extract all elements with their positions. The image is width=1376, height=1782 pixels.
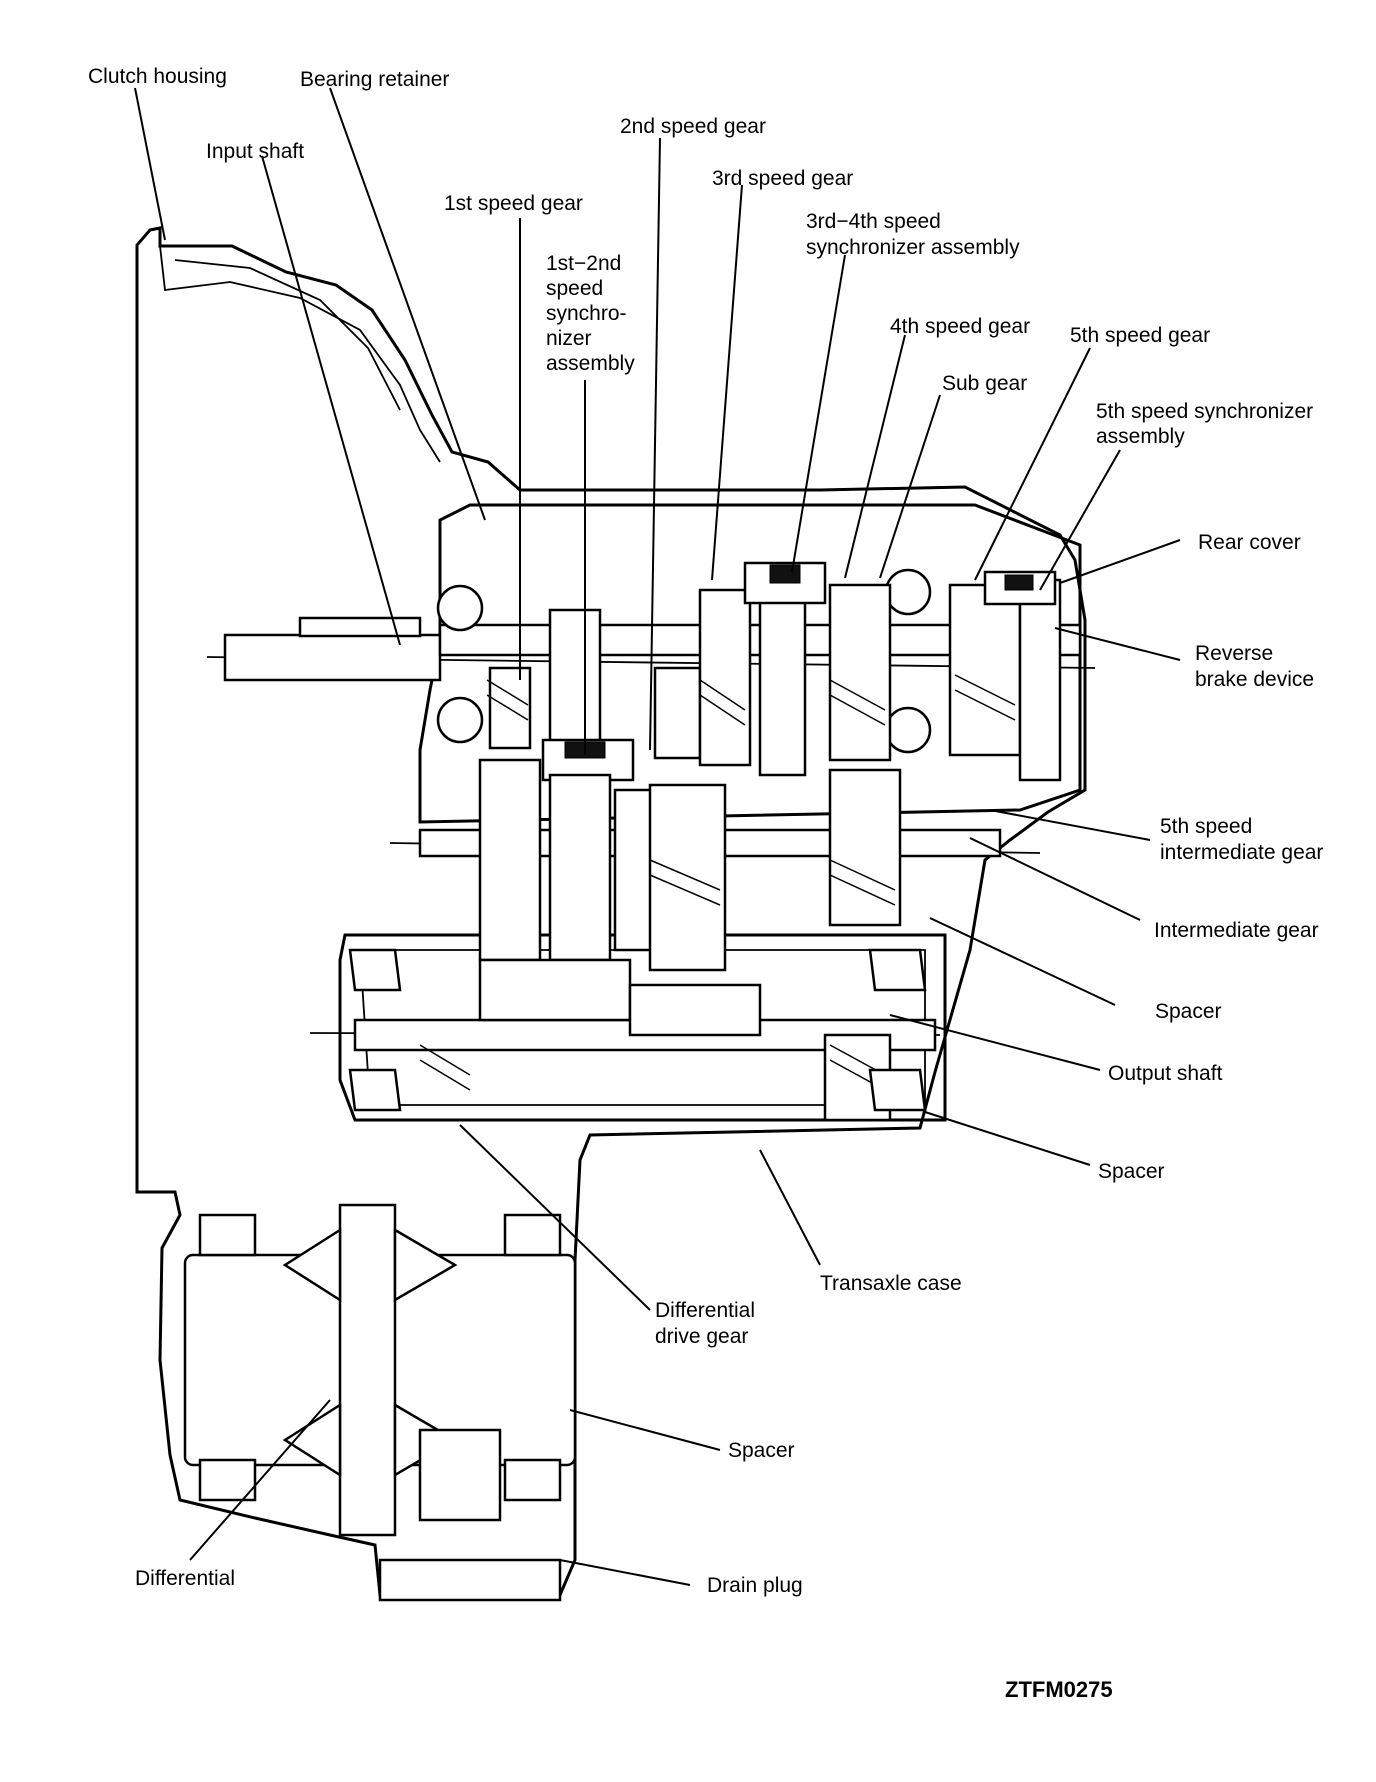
intermediate-gears (478, 758, 902, 972)
svg-text:Differential: Differential (655, 1299, 755, 1322)
leader-intermediate-gear (969, 837, 1141, 921)
label-5th-speed-intermediate-gear[interactable]: 5th speed intermediate gear (1160, 815, 1323, 864)
svg-text:synchro-: synchro- (546, 302, 627, 325)
input-shaft-spline (298, 616, 422, 638)
svg-text:synchronizer assembly: synchronizer assembly (806, 236, 1020, 259)
leader-bearing-retainer (329, 87, 486, 521)
svg-text:1st−2nd: 1st−2nd (546, 252, 621, 275)
housing-inner-rib (159, 245, 441, 463)
output-rear-bearing-2 (868, 1068, 927, 1112)
leader-5th-speed-gear (974, 347, 1091, 581)
label-differential-drive-gear[interactable]: Differential drive gear (655, 1299, 755, 1348)
rear-bearing-lower (884, 706, 932, 754)
label-transaxle-case[interactable]: Transaxle case (820, 1272, 962, 1295)
label-5th-speed-synchronizer[interactable]: 5th speed synchronizer assembly (1096, 400, 1313, 448)
synchronizer-assemblies (541, 561, 1057, 782)
leader-2nd-speed-gear (649, 137, 661, 751)
svg-text:Reverse: Reverse (1195, 642, 1273, 665)
svg-text:assembly: assembly (546, 352, 635, 375)
label-5th-speed-gear[interactable]: 5th speed gear (1070, 324, 1210, 347)
label-sub-gear[interactable]: Sub gear (942, 372, 1027, 395)
housing-inner-rib-2 (174, 259, 401, 411)
leader-clutch-housing (134, 87, 166, 241)
output-front-bearing (348, 948, 402, 992)
label-output-shaft[interactable]: Output shaft (1108, 1062, 1223, 1085)
output-rear-bearing (868, 948, 927, 992)
svg-text:3rd−4th speed: 3rd−4th speed (806, 210, 941, 233)
label-clutch-housing[interactable]: Clutch housing (88, 65, 227, 88)
leader-transaxle-case (759, 1149, 821, 1266)
label-3rd-4th-synchronizer[interactable]: 3rd−4th speed synchronizer assembly (806, 210, 1020, 259)
label-rear-cover[interactable]: Rear cover (1198, 531, 1301, 554)
label-spacer-2[interactable]: Spacer (1098, 1160, 1165, 1183)
label-input-shaft[interactable]: Input shaft (206, 140, 304, 163)
leader-lines (134, 87, 1181, 1586)
rear-bearing-upper (884, 568, 932, 616)
svg-text:5th speed: 5th speed (1160, 815, 1252, 838)
leader-differential (189, 1399, 331, 1561)
svg-text:brake device: brake device (1195, 668, 1314, 691)
label-1st-speed-gear[interactable]: 1st speed gear (444, 192, 583, 215)
leader-3rd-4th-sync (791, 254, 846, 573)
svg-text:5th speed synchronizer: 5th speed synchronizer (1096, 400, 1313, 423)
label-2nd-speed-gear[interactable]: 2nd speed gear (620, 115, 766, 138)
front-bearing-lower (436, 696, 484, 744)
label-bearing-retainer[interactable]: Bearing retainer (300, 68, 449, 91)
part-labels: Clutch housing Bearing retainer Input sh… (88, 65, 1323, 1597)
leader-drain-plug (559, 1559, 691, 1586)
label-spacer-3[interactable]: Spacer (728, 1439, 795, 1462)
label-spacer-1[interactable]: Spacer (1155, 1000, 1222, 1023)
lower-case (338, 933, 947, 1122)
clutch-housing-outline (135, 226, 1087, 1597)
leader-input-shaft (261, 155, 401, 646)
leader-4th-speed-gear (844, 334, 906, 579)
label-differential[interactable]: Differential (135, 1567, 235, 1590)
output-front-bearing-2 (348, 1068, 402, 1112)
svg-text:intermediate gear: intermediate gear (1160, 841, 1323, 864)
leader-output-shaft (889, 1014, 1101, 1071)
leader-reverse-brake (1054, 627, 1181, 661)
differential-assembly (183, 1203, 577, 1602)
leader-differential-drive-gear (459, 1124, 651, 1311)
label-4th-speed-gear[interactable]: 4th speed gear (890, 315, 1030, 338)
label-intermediate-gear[interactable]: Intermediate gear (1154, 919, 1319, 942)
leader-3rd-speed-gear (711, 184, 743, 581)
figure-code: ZTFM0275 (1005, 1677, 1113, 1702)
svg-text:speed: speed (546, 277, 603, 300)
input-shaft-gears (488, 578, 1062, 782)
leader-spacer-3 (569, 1409, 721, 1451)
front-bearing-upper (436, 584, 484, 632)
leader-sub-gear (879, 394, 941, 579)
label-3rd-speed-gear[interactable]: 3rd speed gear (712, 167, 853, 190)
input-shaft-body (223, 633, 442, 682)
label-1st-2nd-synchronizer[interactable]: 1st−2nd speed synchro- nizer assembly (546, 252, 635, 375)
leader-spacer-1 (929, 917, 1116, 1006)
transaxle-drawing (135, 226, 1096, 1602)
label-drain-plug[interactable]: Drain plug (707, 1574, 803, 1597)
leader-5th-intermediate (989, 809, 1151, 841)
svg-text:nizer: nizer (546, 327, 592, 350)
svg-text:drive gear: drive gear (655, 1325, 748, 1348)
leader-spacer-2 (924, 1111, 1091, 1166)
leader-5th-speed-sync (1039, 449, 1121, 591)
gear-teeth-hatching (486, 674, 1016, 906)
label-reverse-brake-device[interactable]: Reverse brake device (1195, 642, 1314, 691)
svg-text:assembly: assembly (1096, 425, 1185, 448)
leader-rear-cover (1059, 539, 1181, 584)
